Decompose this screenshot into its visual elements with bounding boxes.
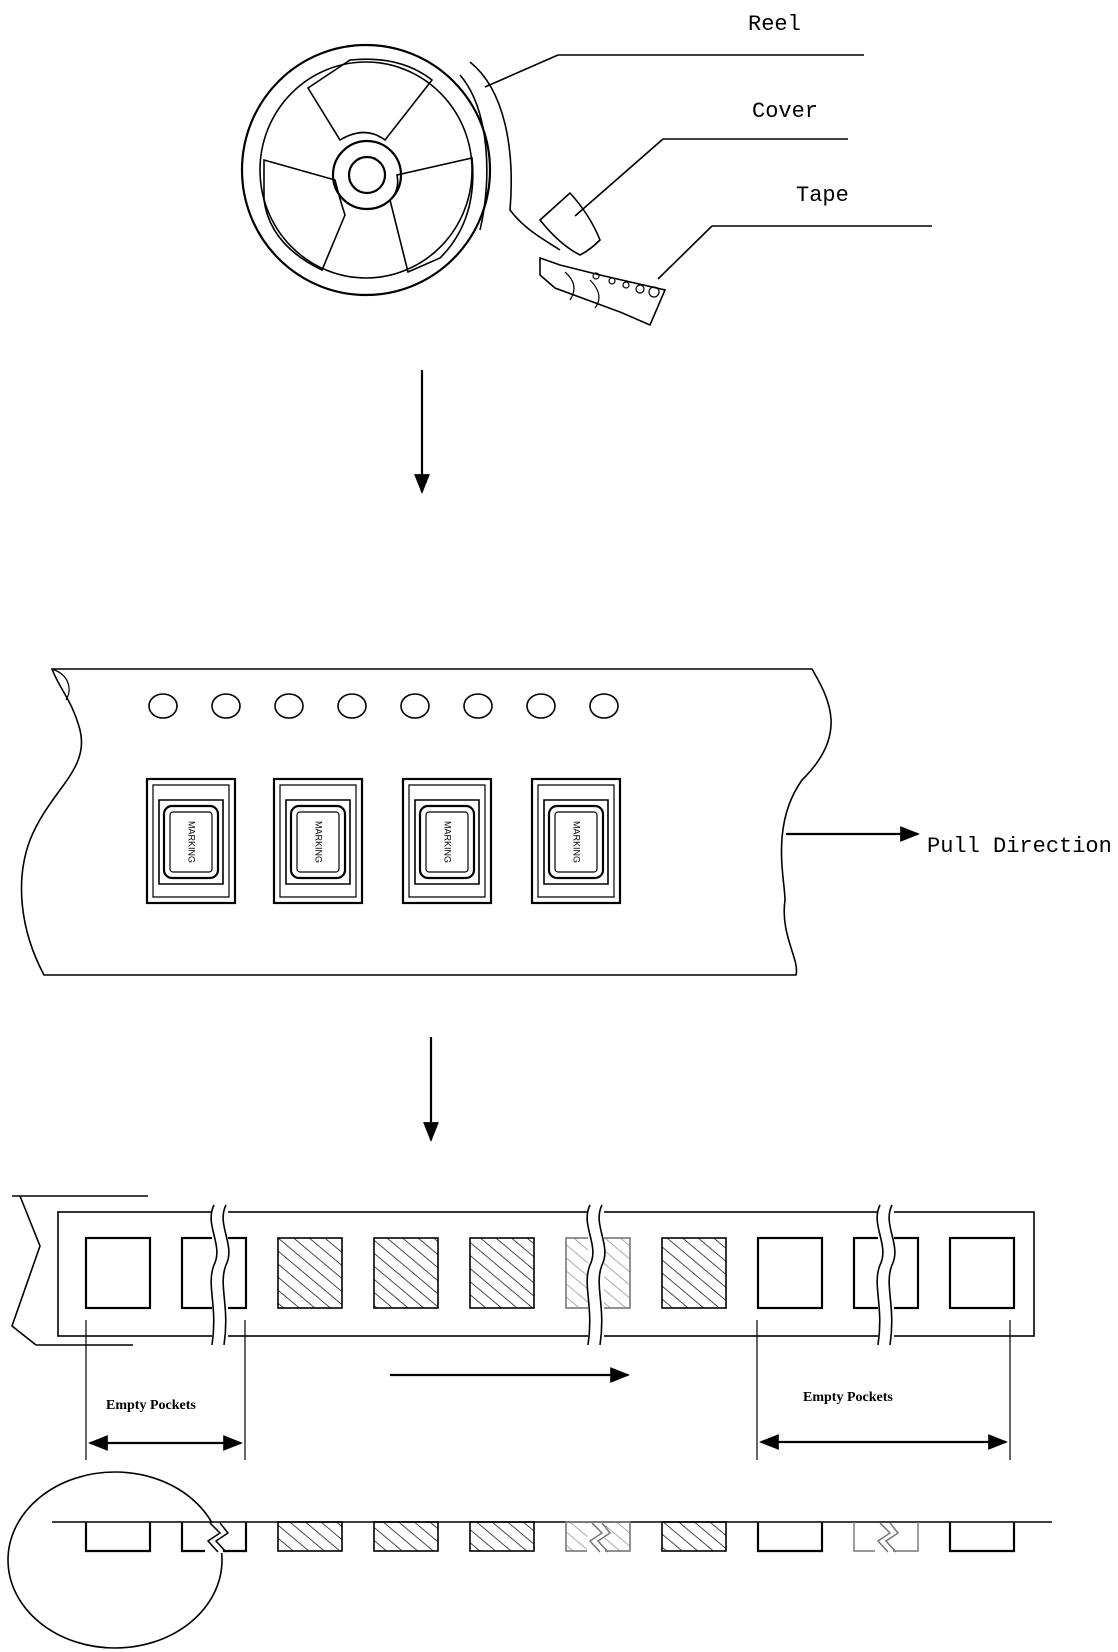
sprocket-hole [274, 693, 304, 719]
label-cover: Cover [752, 99, 818, 124]
sprocket-hole [148, 693, 178, 719]
side-break-mark [875, 1522, 900, 1553]
side-empty-pocket [756, 1522, 824, 1553]
filled-pocket [373, 1237, 439, 1309]
label-empty-pockets-left: Empty Pockets [106, 1398, 196, 1413]
tape-leader-line [657, 225, 713, 280]
sprocket-hole [589, 693, 619, 719]
component-pocket: MARKING [145, 777, 237, 905]
component-marking: MARKING [314, 821, 324, 863]
strip-pockets [84, 1236, 1016, 1310]
side-filled-pocket [277, 1521, 343, 1552]
empty-pocket [948, 1236, 1016, 1310]
component-marking: MARKING [443, 821, 453, 863]
strip-top-view [11, 1195, 1035, 1346]
label-tape: Tape [796, 183, 849, 208]
reel-hub [347, 155, 387, 195]
break-mark [210, 1204, 230, 1346]
empty-pocket [84, 1236, 152, 1310]
component-pocket: MARKING [530, 777, 622, 905]
filled-pocket [469, 1237, 535, 1309]
side-filled-pocket [373, 1521, 439, 1552]
reel-hub-outer [331, 139, 403, 211]
empty-pocket [756, 1236, 824, 1310]
detail-circle [7, 1471, 223, 1649]
sprocket-hole [526, 693, 556, 719]
filled-pocket [661, 1237, 727, 1309]
component-pocket: MARKING [272, 777, 364, 905]
label-pull-direction: Pull Direction [927, 834, 1112, 859]
sprocket-holes [148, 693, 619, 719]
label-reel: Reel [748, 12, 801, 37]
component-pocket: MARKING [401, 777, 493, 905]
label-empty-pockets-right: Empty Pockets [803, 1390, 893, 1405]
sprocket-hole [337, 693, 367, 719]
break-mark [876, 1204, 896, 1346]
reel-illustration [240, 43, 932, 327]
cover-leader-line [574, 138, 664, 217]
side-pockets [84, 1521, 1016, 1553]
component-marking: MARKING [187, 821, 197, 863]
empty-pockets-dimension-left [85, 1320, 246, 1460]
sprocket-hole [400, 693, 430, 719]
strip-side-view [7, 1471, 1052, 1649]
carrier-tape-top-view [20, 668, 832, 976]
side-filled-pocket [661, 1521, 727, 1552]
component-pockets: MARKING MARKING MARKING MARKING [145, 777, 622, 905]
side-break-mark [587, 1522, 612, 1553]
component-marking: MARKING [572, 821, 582, 863]
sprocket-hole [211, 693, 241, 719]
tape-strip [539, 256, 667, 327]
empty-pockets-dimension-right [756, 1320, 1011, 1460]
reel-cutout-top [306, 58, 434, 142]
break-mark [586, 1204, 606, 1346]
side-break-mark [205, 1522, 230, 1553]
reel-leader-line [484, 54, 559, 88]
side-filled-pocket [469, 1521, 535, 1552]
sprocket-hole [463, 693, 493, 719]
cover-film [538, 191, 601, 256]
side-empty-pocket [84, 1522, 152, 1553]
strip-break-marks [210, 1204, 896, 1346]
side-empty-pocket [948, 1522, 1016, 1553]
filled-pocket [277, 1237, 343, 1309]
